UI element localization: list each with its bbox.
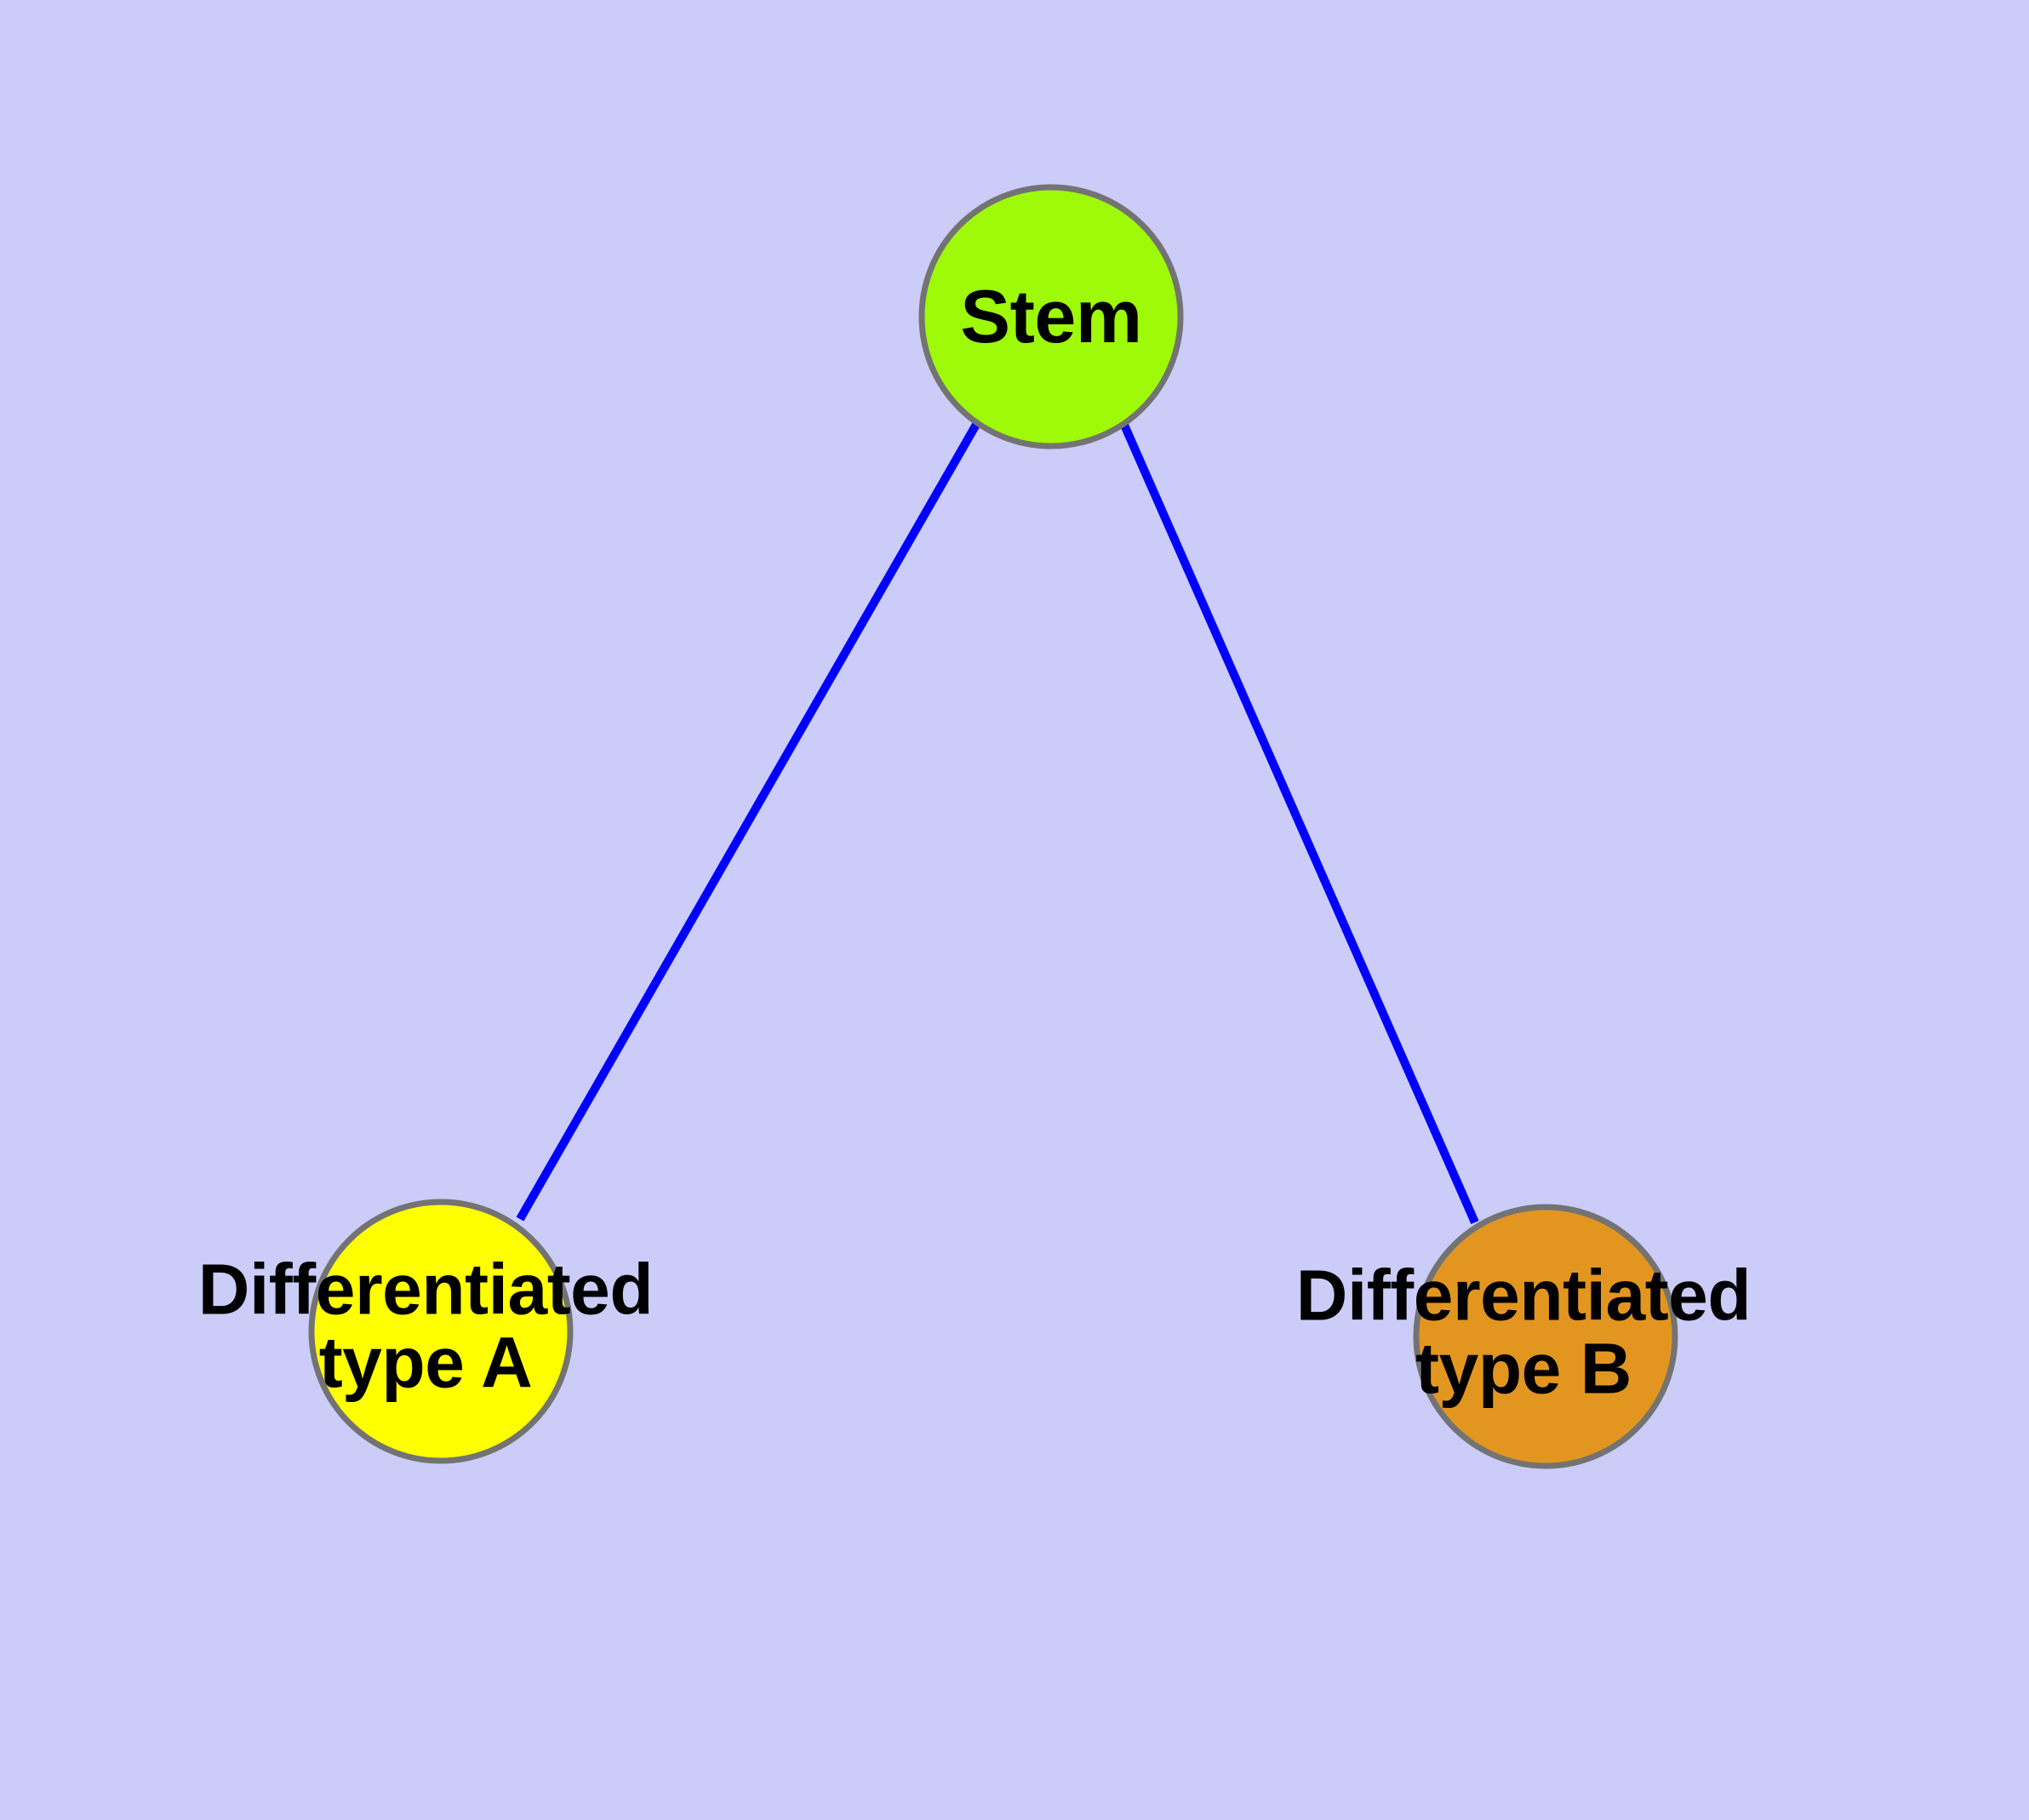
node-circle-diff_b[interactable]	[1413, 1204, 1678, 1469]
nodes-layer	[308, 184, 1678, 1469]
edges-layer	[516, 421, 1479, 1225]
edge-stem-diff-a	[516, 421, 981, 1222]
node-circle-diff_a[interactable]	[308, 1199, 574, 1464]
edge-stem-diff-b	[1119, 421, 1479, 1225]
node-circle-stem[interactable]	[918, 184, 1184, 449]
